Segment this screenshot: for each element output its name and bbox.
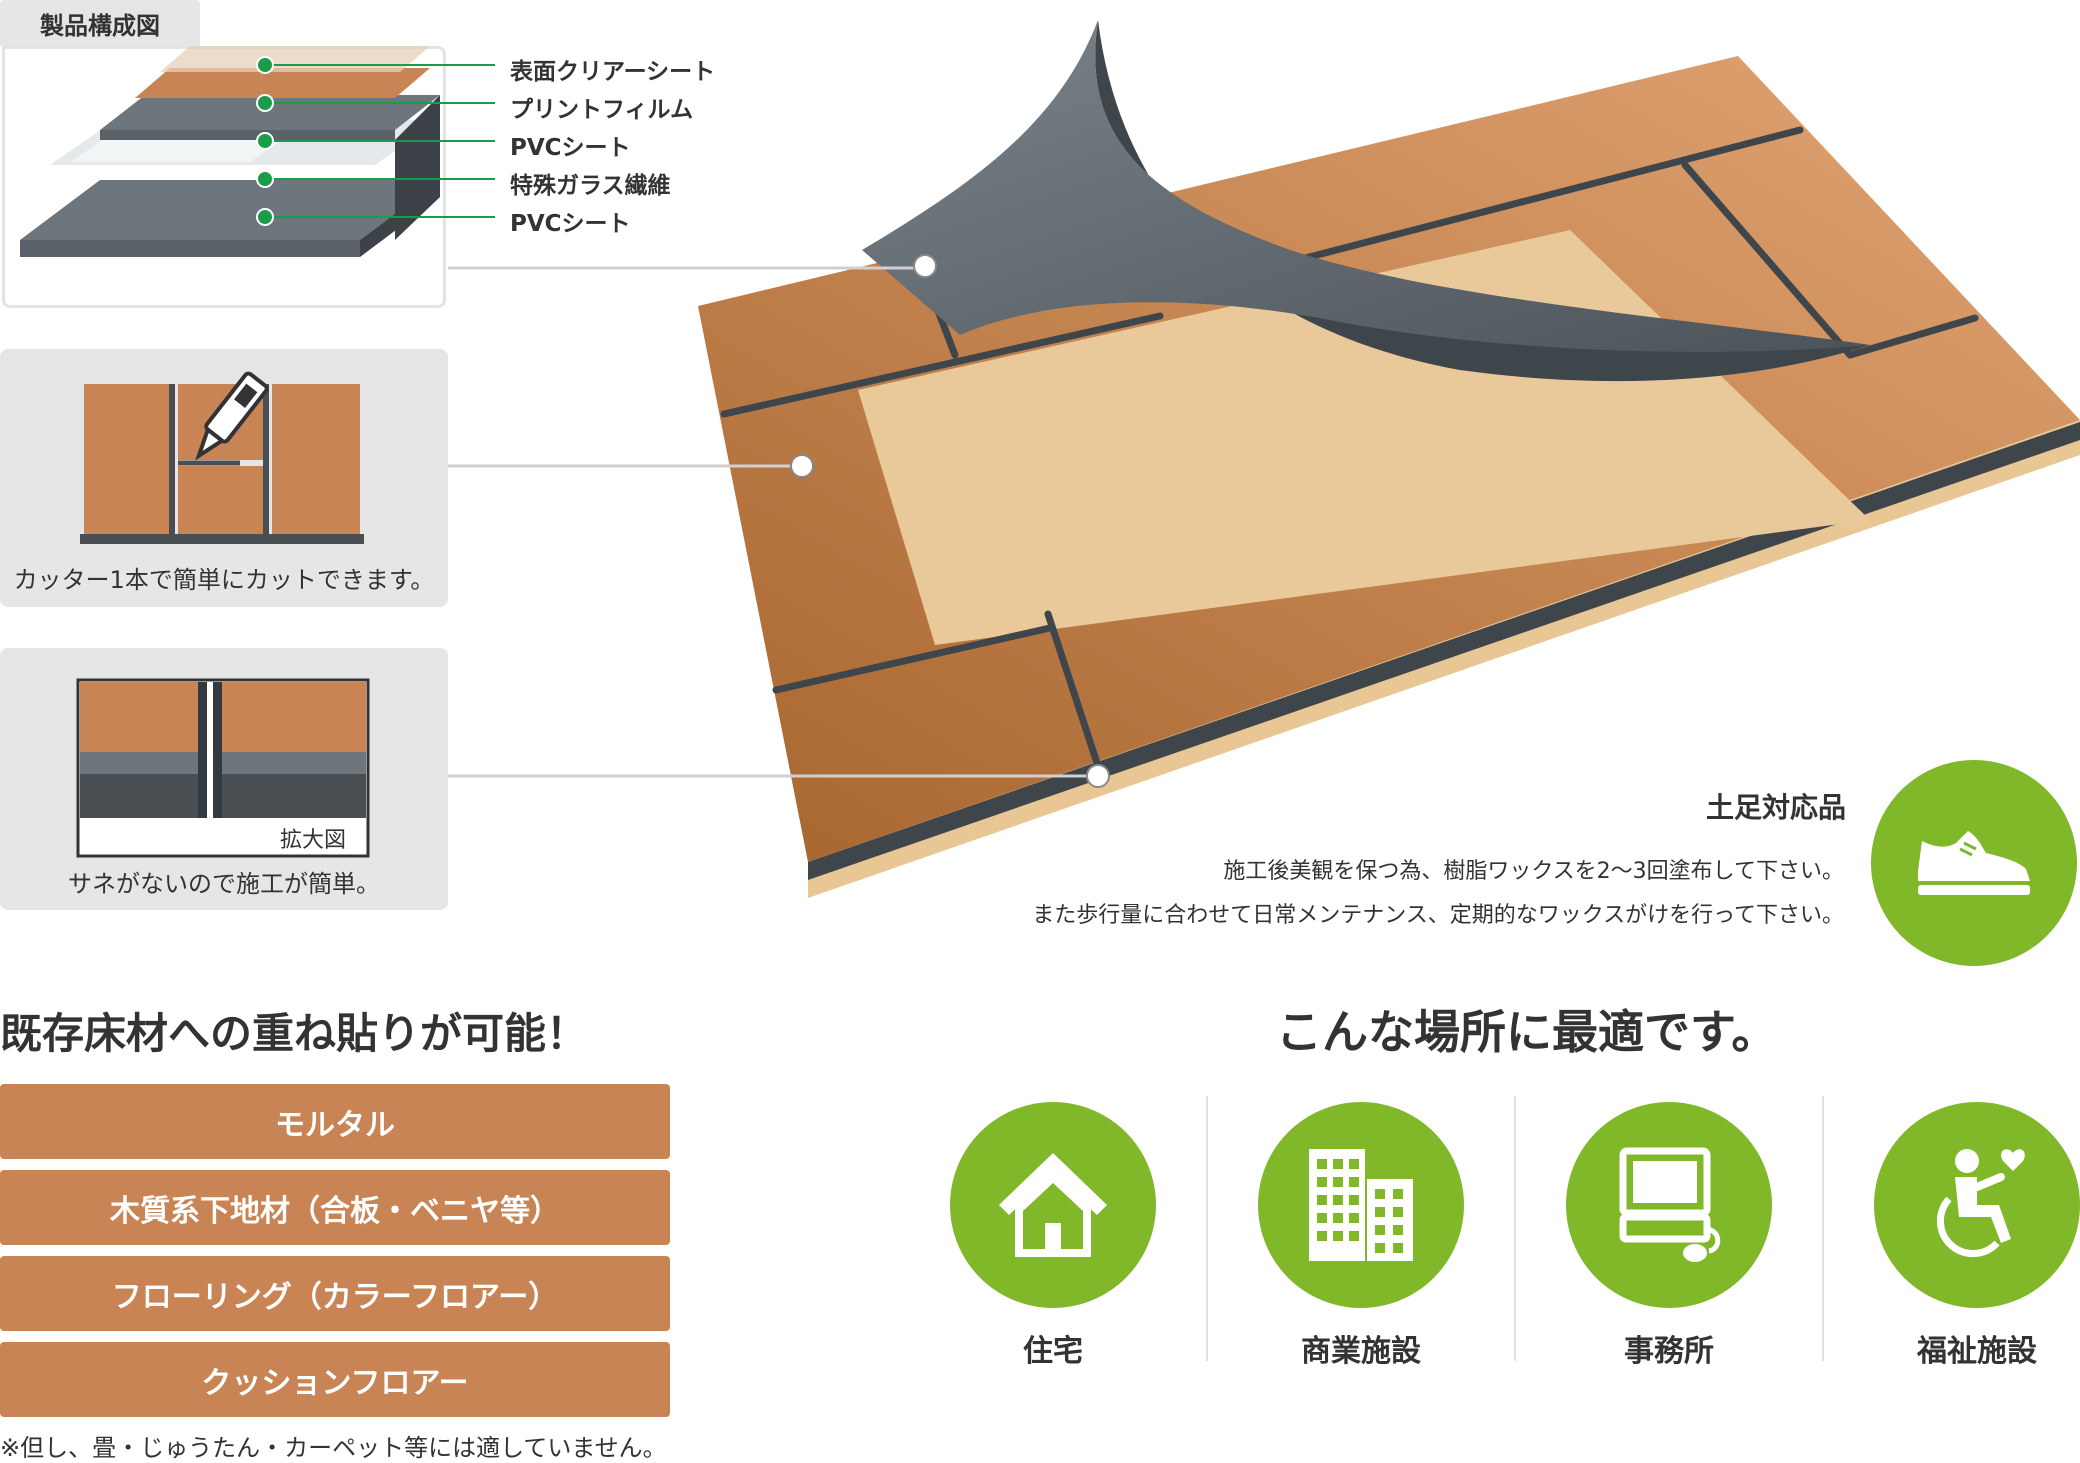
substrate-item-cushion: クッションフロアー xyxy=(0,1342,670,1417)
shoe-badge xyxy=(1871,760,2077,966)
substrate-item-plywood: 木質系下地材（合板・ベニヤ等） xyxy=(0,1170,670,1245)
layer-label-pvc-top: PVCシート xyxy=(510,135,631,161)
dosoku-line-1: 施工後美観を保つ為、樹脂ワックスを2〜3回塗布して下さい。 xyxy=(1223,859,1844,884)
overlay-footnote: ※但し、畳・じゅうたん・カーペット等には適していません。 xyxy=(0,1434,667,1462)
place-divider-1 xyxy=(1206,1096,1208,1361)
joint-caption: サネがないので施工が簡単。 xyxy=(68,870,380,898)
layer-leader-extension xyxy=(455,64,495,218)
layer-label-print: プリントフィルム xyxy=(510,97,694,123)
floor-illustration xyxy=(690,20,2080,898)
substrate-item-flooring: フローリング（カラーフロアー） xyxy=(0,1256,670,1331)
dosoku-line-2: また歩行量に合わせて日常メンテナンス、定期的なワックスがけを行って下さい。 xyxy=(1032,903,1844,928)
building-icon xyxy=(1309,1149,1413,1261)
place-label-commercial: 商業施設 xyxy=(1301,1334,1421,1369)
structure-tag: 製品構成図 xyxy=(0,0,200,46)
places-heading: こんな場所に最適です。 xyxy=(1276,1005,1778,1059)
cutter-illustration xyxy=(80,371,364,544)
place-commercial-badge xyxy=(1258,1102,1464,1308)
place-house-badge xyxy=(950,1102,1156,1308)
computer-icon xyxy=(1619,1147,1721,1262)
dosoku-description: 施工後美観を保つ為、樹脂ワックスを2〜3回塗布して下さい。 また歩行量に合わせて… xyxy=(1032,850,1844,938)
house-icon xyxy=(999,1153,1107,1257)
place-welfare-badge xyxy=(1874,1102,2080,1308)
layer-label-pvc-bottom: PVCシート xyxy=(510,211,631,237)
shoe-icon xyxy=(1918,831,2030,895)
dosoku-title: 土足対応品 xyxy=(1705,791,1846,824)
place-label-welfare: 福祉施設 xyxy=(1917,1334,2037,1369)
closeup-label: 拡大図 xyxy=(280,828,347,853)
wheelchair-icon xyxy=(1936,1149,2025,1258)
substrate-item-mortar: モルタル xyxy=(0,1084,670,1159)
place-label-house: 住宅 xyxy=(1023,1334,1083,1369)
cutter-caption: カッター1本で簡単にカットできます。 xyxy=(13,566,435,594)
layer-diagram xyxy=(20,46,460,257)
layer-label-clear: 表面クリアーシート xyxy=(510,59,716,85)
joint-closeup xyxy=(76,678,370,858)
place-label-office: 事務所 xyxy=(1624,1334,1714,1369)
layer-label-glass: 特殊ガラス繊維 xyxy=(510,173,671,199)
overlay-heading: 既存床材への重ね貼りが可能！ xyxy=(0,1009,589,1058)
place-divider-3 xyxy=(1822,1096,1824,1361)
leader-lines-left xyxy=(448,266,708,778)
place-divider-2 xyxy=(1514,1096,1516,1361)
place-office-badge xyxy=(1566,1102,1772,1308)
